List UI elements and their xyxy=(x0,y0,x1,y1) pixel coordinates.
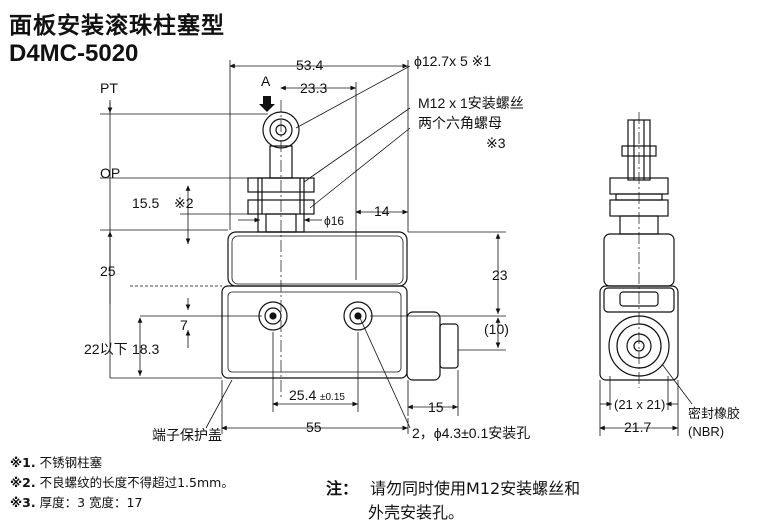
dim-14: 14 xyxy=(374,203,390,219)
page-title: 面板安装滚珠柱塞型 xyxy=(9,12,225,38)
mark-2: ※2 xyxy=(174,195,194,211)
dim-18-3: 18.3 xyxy=(132,341,159,357)
callout-roller: ϕ12.7x 5 ※1 xyxy=(414,53,491,69)
dim-15-5: 15.5 xyxy=(132,195,159,211)
label-holes: 2，ϕ4.3±0.1安装孔 xyxy=(412,425,530,441)
label-pt: PT xyxy=(100,80,118,96)
dim-15: 15 xyxy=(428,399,444,415)
label-nbr: (NBR) xyxy=(688,424,724,439)
footnote-2: ※2. 不良螺纹的长度不得超过1.5mm。 xyxy=(10,475,234,490)
arrow-a-icon xyxy=(259,96,275,112)
model-number: D4MC-5020 xyxy=(9,40,139,67)
switch-body-upper xyxy=(227,231,408,287)
label-seal: 密封橡胶 xyxy=(688,406,740,421)
mounting-hole-left xyxy=(258,301,288,331)
dim-plunger-offset: 23.3 xyxy=(300,80,327,96)
label-cover: 端子保护盖 xyxy=(152,427,222,443)
dim-7: 7 xyxy=(180,317,188,333)
callout-nut-mark: ※3 xyxy=(486,135,506,151)
switch-body-lower xyxy=(221,285,408,379)
dim-overall-width: 53.4 xyxy=(296,57,323,73)
note-label: 注： xyxy=(326,479,359,498)
conduit-cover xyxy=(406,311,441,381)
usage-note: 注： 请勿同时使用M12安装螺丝和 外壳安装孔。 xyxy=(326,477,580,525)
dim-55: 55 xyxy=(306,419,322,435)
callout-thread: M12 x 1安装螺丝 xyxy=(418,95,524,111)
dim-25-4: 25.4 xyxy=(289,387,316,403)
note-line-1: 请勿同时使用M12安装螺丝和 xyxy=(370,479,581,498)
footnote-3: ※3. 厚度：3 宽度：17 xyxy=(10,495,143,510)
dim-22: 22以下 xyxy=(84,341,128,357)
dim-21-7: 21.7 xyxy=(624,419,651,435)
dim-10: (10) xyxy=(484,321,509,337)
footnote-1: ※1. 不锈钢柱塞 xyxy=(10,455,103,470)
dim-25: 25 xyxy=(100,263,116,279)
dim-phi16: ϕ16 xyxy=(324,214,344,228)
callout-nut: 两个六角螺母 xyxy=(418,115,502,131)
mounting-hole-right xyxy=(343,301,373,331)
front-view xyxy=(221,111,459,381)
note-line-2: 外壳安装孔。 xyxy=(368,503,465,522)
dim-23: 23 xyxy=(492,267,508,283)
dim-21x21: (21 x 21) xyxy=(614,397,665,412)
label-arrow-a: A xyxy=(261,73,271,89)
dim-25-4-tol: ±0.15 xyxy=(320,392,345,403)
label-op: OP xyxy=(100,165,120,181)
